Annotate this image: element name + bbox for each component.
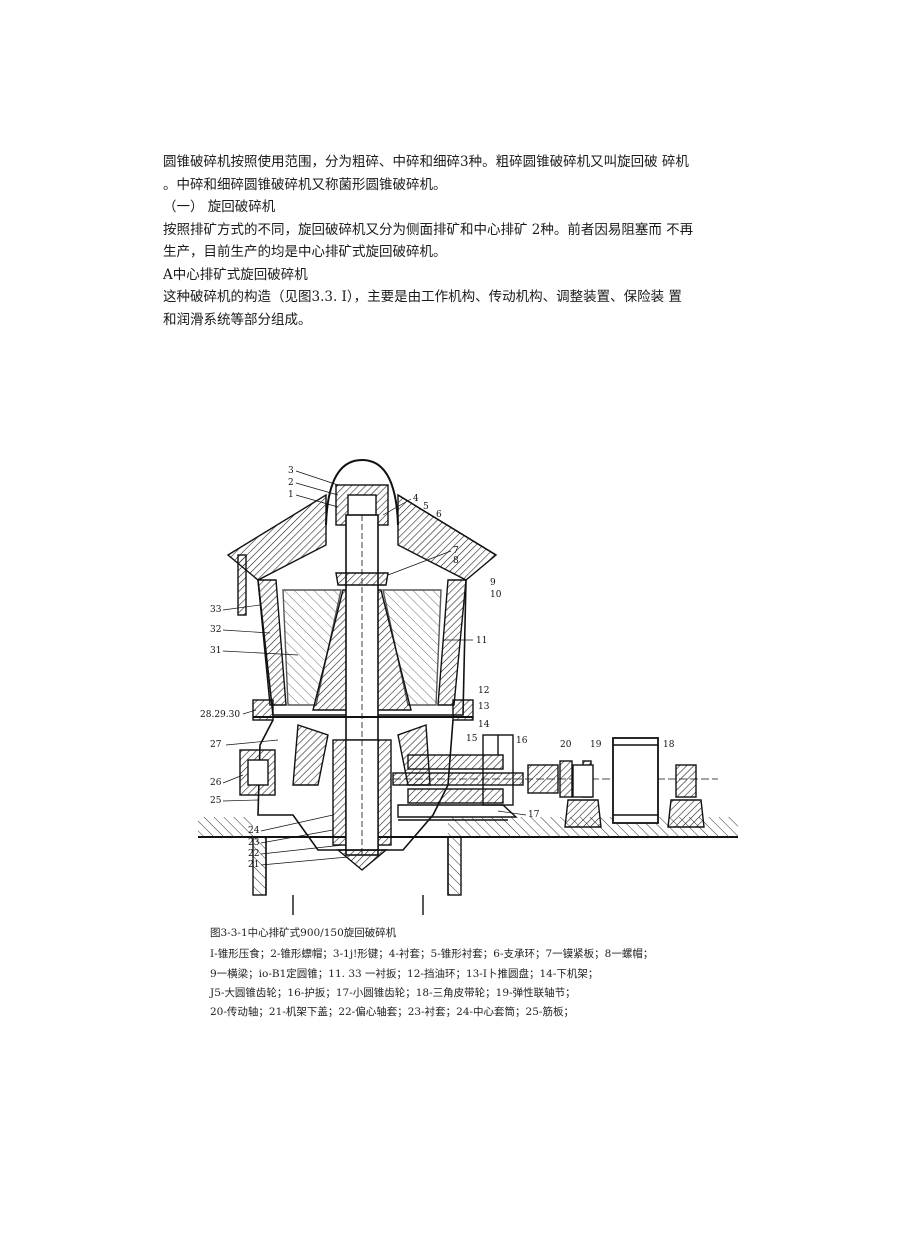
label-14: 14 [478,720,490,730]
label-7: 7 [453,546,459,556]
label-33: 33 [210,605,222,615]
text-line: 生产，目前生产的均是中心排矿式旋回破碎机。 [163,244,447,260]
text-line: 这种破碎机的构造（见图3.3. I），主要是由工作机构、传动机构、调整装置、保险… [163,289,682,305]
label-9: 9 [490,578,496,588]
label-3: 3 [288,466,294,476]
label-20: 20 [560,740,572,750]
text-line: 圆锥破碎机按照使用范围，分为粗碎、中碎和细碎3种。粗碎圆锥破碎机又叫旋回破 碎机 [163,154,689,170]
label-21: 21 [248,860,259,870]
label-16: 16 [516,736,528,746]
figure-caption-line: J5-大圆锥齿轮；16-护扳；17-小圆锥齿轮；18-三角皮带轮；19-弹性联轴… [210,987,576,999]
label-24: 24 [248,826,260,836]
label-5: 5 [423,502,429,512]
figure-caption-title: 图3-3-1中心排矿式900/150旋回破碎机 [210,927,397,939]
label-22: 22 [248,849,259,859]
label-26: 26 [210,778,222,788]
crusher-diagram: 3 2 1 4 5 6 7 8 9 10 33 32 31 11 12 13 2… [198,458,738,915]
figure-caption-line: I-锥形压食；2-锥形螵帽；3-1j!形键；4-衬套；5-锥形衬套；6-支承环；… [210,948,654,960]
label-8: 8 [453,556,459,566]
label-31: 31 [210,646,221,656]
label-17: 17 [528,810,540,820]
figure-caption-line: 9一横梁；io-B1定圆锥；11. 33 一衬扳；12-挡油环；13-I卜推圆盘… [210,968,599,980]
text-line: 和润滑系统等部分组成。 [163,311,312,328]
label-15: 15 [466,734,478,744]
text-line: 按照排矿方式的不同，旋回破碎机又分为侧面排矿和中心排矿 2种。前者因易阻塞而 不… [163,221,694,238]
subsection-heading: A中心排矿式旋回破碎机 [163,266,308,283]
section-heading: （一） 旋回破碎机 [163,199,276,215]
label-13: 13 [478,702,490,712]
label-19: 19 [590,740,602,750]
label-23: 23 [248,838,260,848]
label-25: 25 [210,796,222,806]
label-4: 4 [413,494,419,504]
label-6: 6 [436,510,442,520]
figure-caption-line: 20-传动轴；21-机架下盖；22-偏心轴套；23-衬套；24-中心套筒；25-… [210,1006,574,1018]
label-27: 27 [210,740,222,750]
label-18: 18 [663,740,675,750]
label-11: 11 [476,636,487,646]
label-10: 10 [490,590,502,600]
label-28-29-30: 28.29.30 [200,710,240,720]
paragraph-intro: 圆锥破碎机按照使用范围，分为粗碎、中碎和细碎3种。粗碎圆锥破碎机又叫旋回破 碎机… [163,151,763,331]
label-12: 12 [478,686,489,696]
label-1: 1 [288,490,294,500]
label-2: 2 [288,478,294,488]
text-line: 。中碎和细碎圆锥破碎机又称菌形圆锥破碎机。 [163,176,447,193]
label-32: 32 [210,625,221,635]
